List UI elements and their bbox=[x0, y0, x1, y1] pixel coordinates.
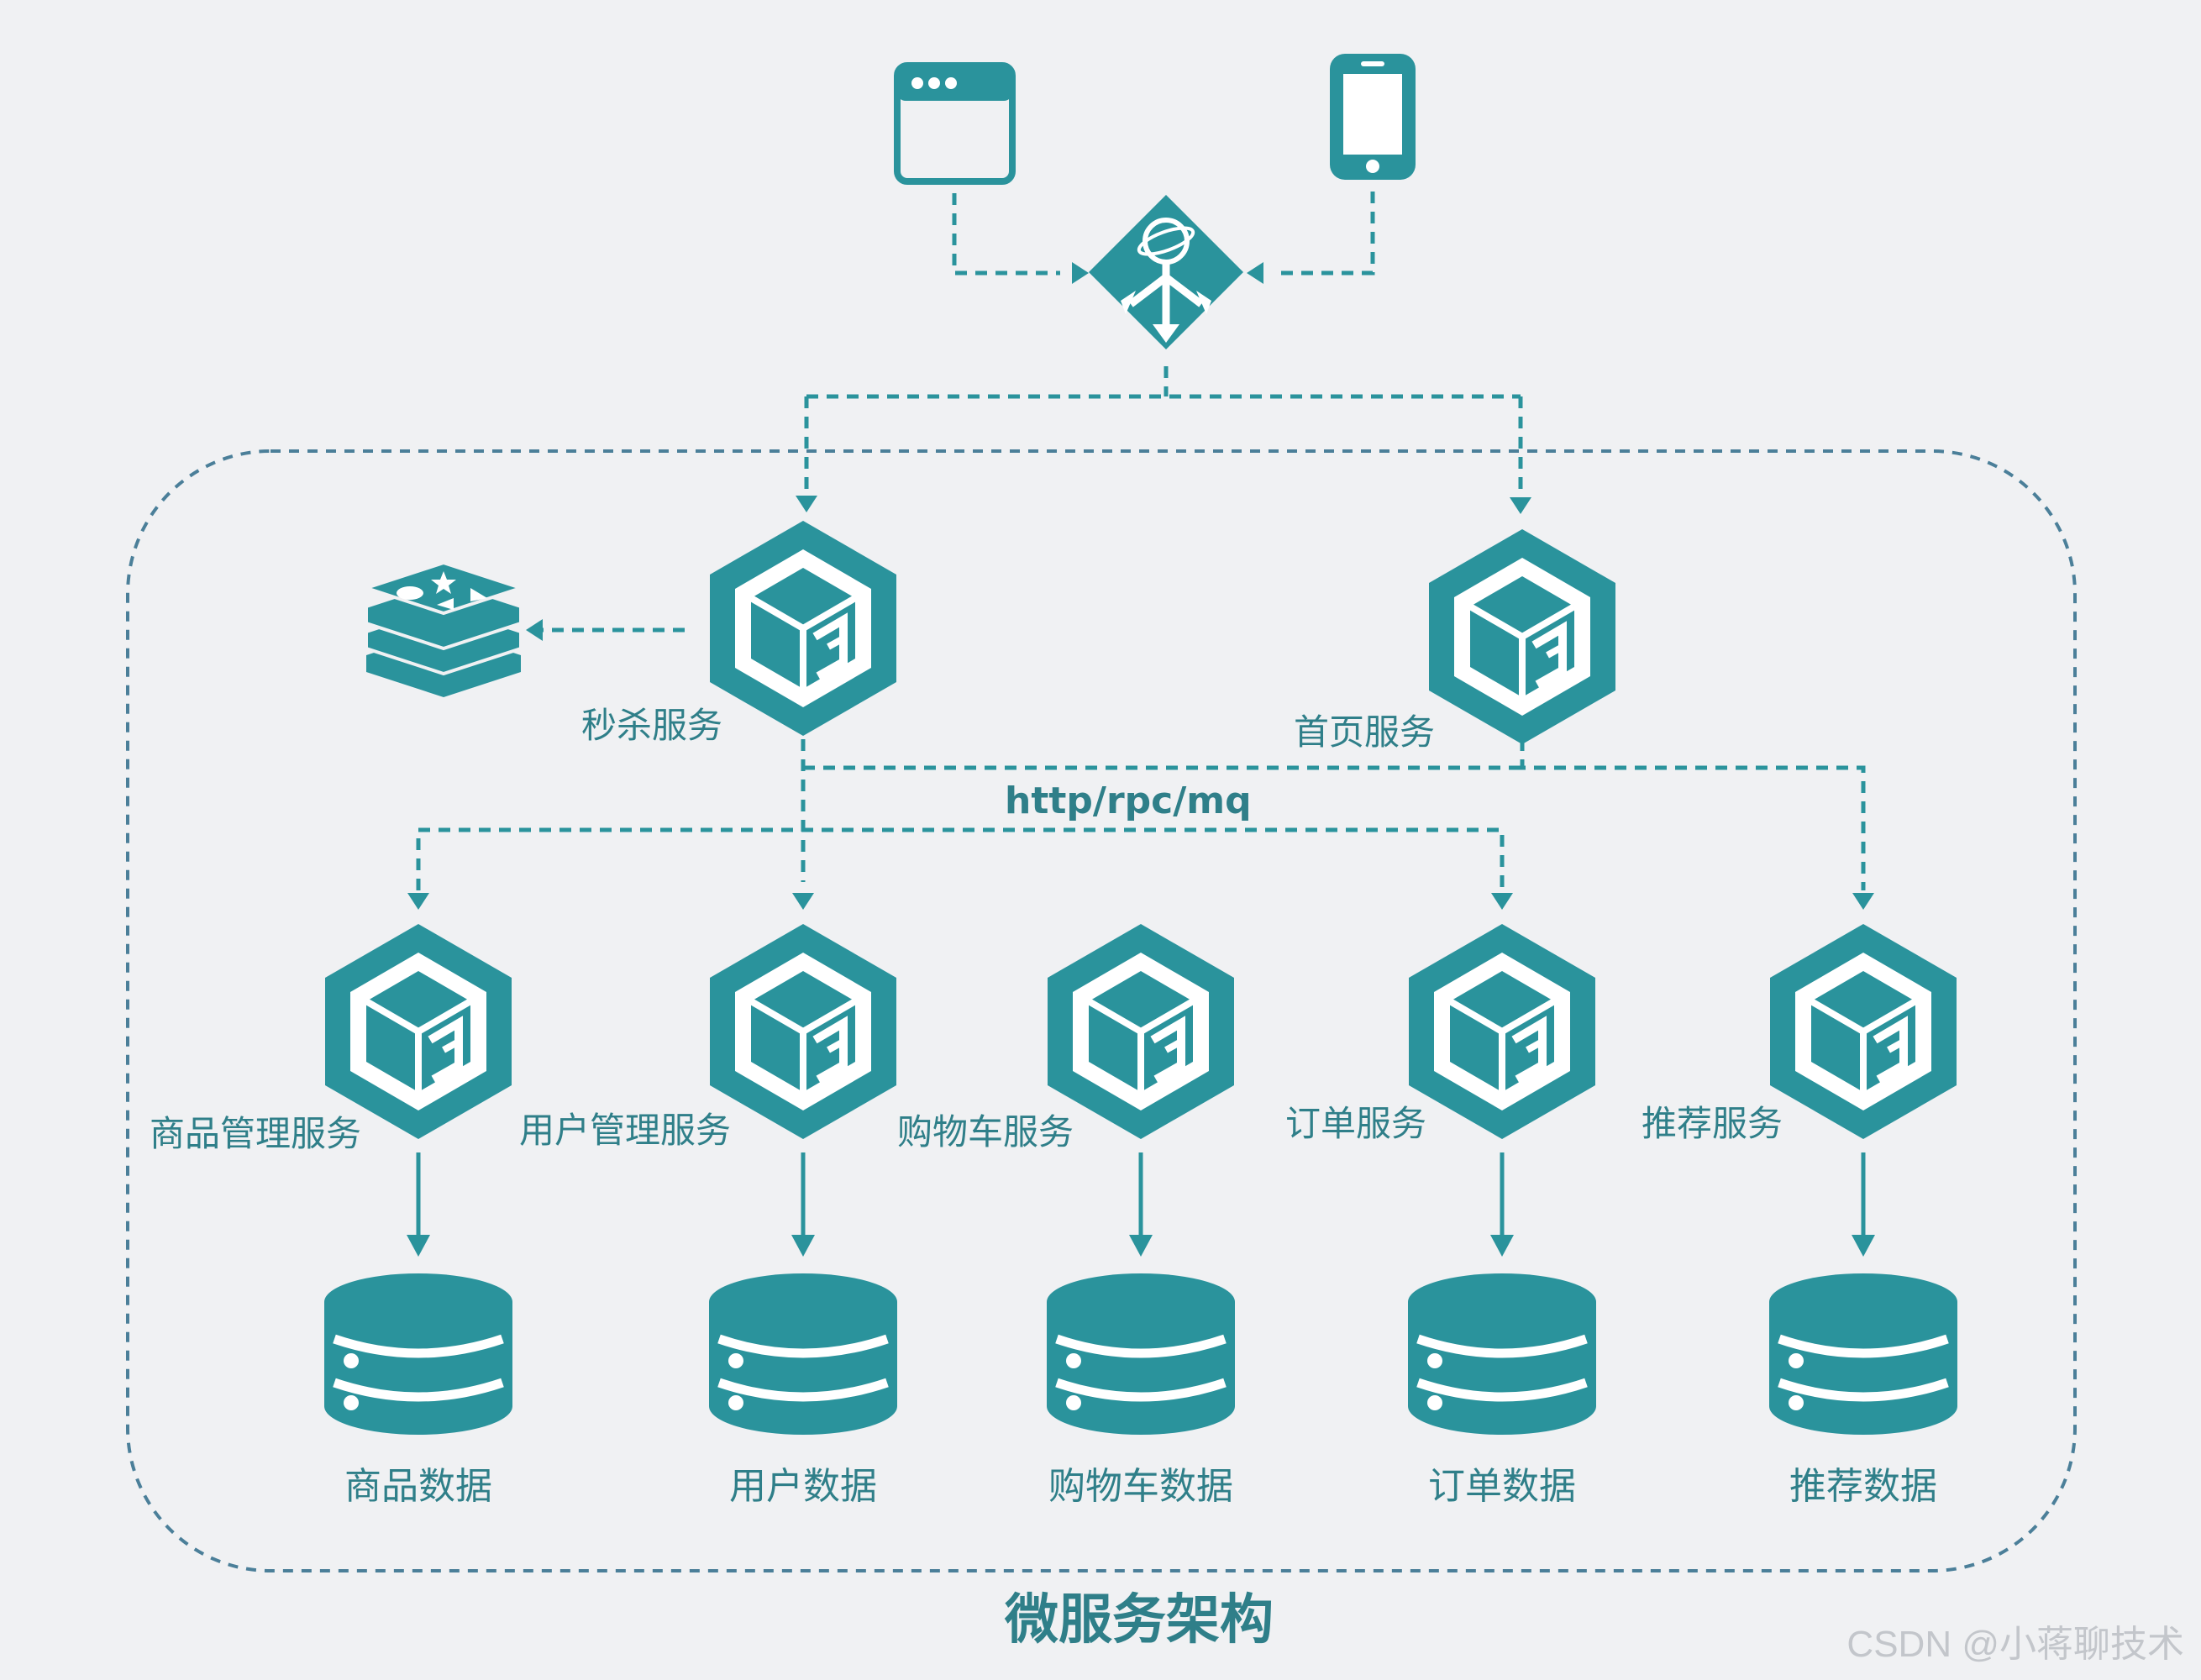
arrowheads bbox=[407, 262, 1874, 910]
container-title: 微服务架构 bbox=[1004, 1589, 1274, 1651]
cart-service-icon bbox=[1048, 924, 1234, 1139]
recommend-service-label: 推荐服务 bbox=[1642, 1103, 1783, 1144]
order-service-icon bbox=[1409, 924, 1595, 1139]
seckill-service-label: 秒杀服务 bbox=[581, 705, 722, 746]
cart-service-label: 购物车服务 bbox=[897, 1111, 1074, 1152]
product-db-icon bbox=[324, 1273, 512, 1435]
user-mgmt-service-icon bbox=[710, 924, 896, 1139]
protocol-label: http/rpc/mq bbox=[1005, 780, 1252, 822]
user-db-icon bbox=[709, 1273, 897, 1435]
recommend-db-icon bbox=[1769, 1273, 1957, 1435]
order-db-label: 订单数据 bbox=[1428, 1465, 1576, 1508]
connector-lines bbox=[416, 192, 1866, 890]
home-service-label: 首页服务 bbox=[1294, 711, 1435, 753]
cart-db-icon bbox=[1047, 1273, 1235, 1435]
product-mgmt-service-label: 商品管理服务 bbox=[150, 1113, 361, 1154]
recommend-db-label: 推荐数据 bbox=[1789, 1465, 1937, 1508]
order-service-label: 订单服务 bbox=[1285, 1103, 1426, 1144]
db-arrows bbox=[407, 1152, 1875, 1257]
gateway-diamond-icon bbox=[1089, 195, 1243, 349]
mobile-phone-icon bbox=[1330, 54, 1416, 180]
user-db-label: 用户数据 bbox=[729, 1465, 877, 1508]
home-service-icon bbox=[1429, 529, 1615, 744]
redis-cache-icon bbox=[360, 560, 527, 697]
watermark: CSDN @小蒋聊技术 bbox=[1846, 1624, 2184, 1665]
recommend-service-icon bbox=[1770, 924, 1957, 1139]
order-db-icon bbox=[1408, 1273, 1596, 1435]
browser-window-icon bbox=[894, 62, 1016, 185]
cart-db-label: 购物车数据 bbox=[1048, 1465, 1233, 1508]
user-mgmt-service-label: 用户管理服务 bbox=[519, 1110, 731, 1151]
product-mgmt-service-icon bbox=[325, 924, 512, 1139]
seckill-service-icon bbox=[710, 521, 896, 736]
microservice-container-border bbox=[126, 449, 2077, 1572]
product-db-label: 商品数据 bbox=[344, 1465, 492, 1508]
